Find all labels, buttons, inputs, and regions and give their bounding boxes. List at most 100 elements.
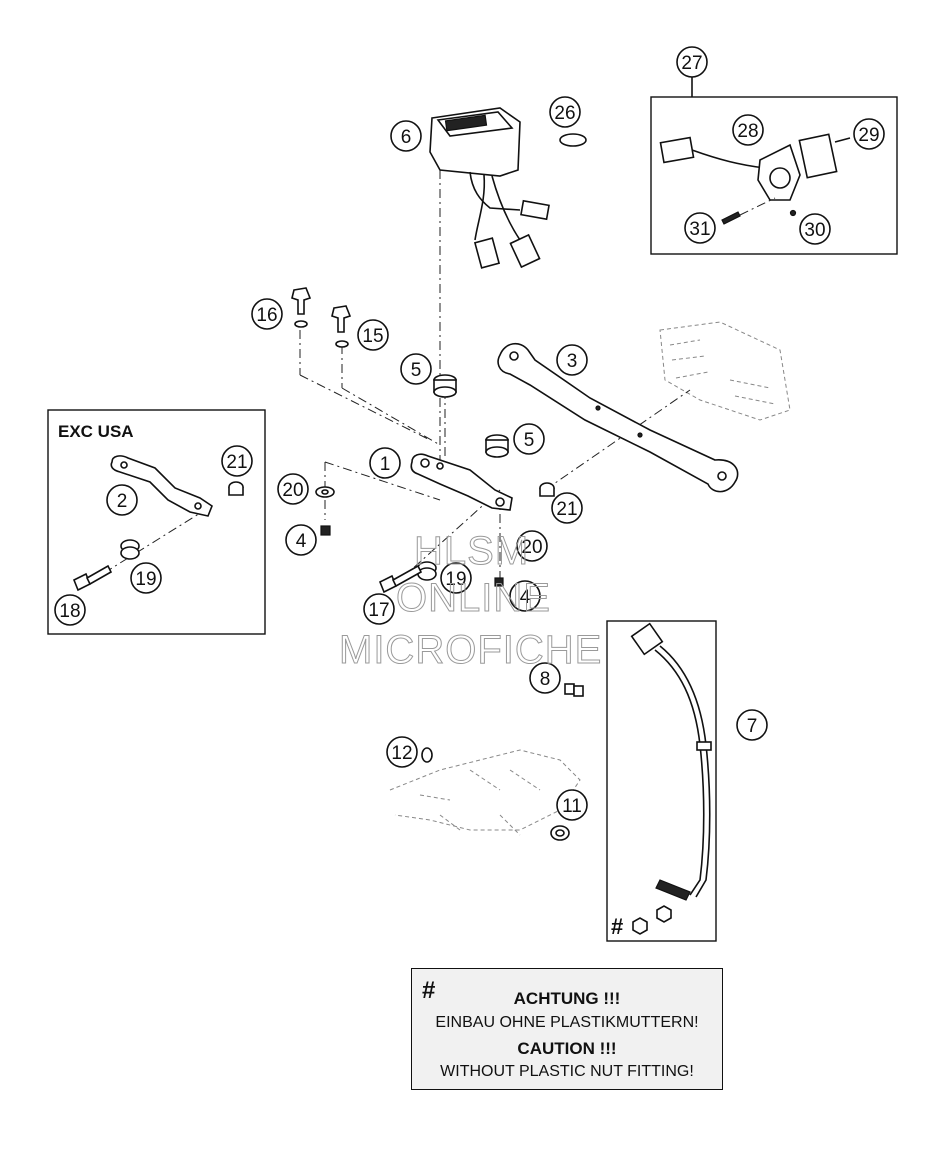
sensor-cable bbox=[630, 622, 712, 935]
callout-number: 19 bbox=[135, 569, 156, 590]
callout-c2: 2 bbox=[106, 484, 138, 516]
sensor-kit-box bbox=[650, 96, 898, 255]
warning-title-en: CAUTION !!! bbox=[517, 1039, 617, 1058]
callout-number: 5 bbox=[411, 360, 422, 381]
watermark-line-1: HLSM bbox=[414, 529, 529, 573]
callout-c11: 11 bbox=[556, 789, 588, 821]
callout-circle bbox=[676, 46, 708, 78]
callout-number: 29 bbox=[858, 125, 879, 146]
nut-11 bbox=[550, 825, 570, 841]
spacer-21 bbox=[539, 482, 555, 497]
callout-number: 11 bbox=[562, 796, 582, 817]
callout-c26: 26 bbox=[549, 96, 581, 128]
callout-number: 8 bbox=[540, 669, 551, 690]
callout-number: 27 bbox=[681, 53, 702, 74]
callout-number: 5 bbox=[524, 430, 535, 451]
long-bracket bbox=[497, 342, 739, 493]
callout-circle bbox=[277, 473, 309, 505]
callout-c19b: 19 bbox=[440, 562, 472, 594]
callout-c12: 12 bbox=[386, 736, 418, 768]
callout-circle bbox=[390, 120, 422, 152]
callout-number: 19 bbox=[445, 569, 466, 590]
callout-c20b: 20 bbox=[516, 530, 548, 562]
callout-number: 30 bbox=[804, 220, 825, 241]
watermark-line-3: MICROFICHE bbox=[339, 628, 602, 672]
callout-number: 31 bbox=[689, 219, 710, 240]
ring-12 bbox=[421, 747, 433, 763]
callout-number: 20 bbox=[521, 537, 542, 558]
plug-cap bbox=[559, 133, 587, 147]
callout-number: 21 bbox=[226, 452, 247, 473]
clip-8 bbox=[564, 683, 584, 697]
frame-ghost-right bbox=[659, 321, 791, 421]
nut-4 bbox=[320, 525, 331, 536]
inset-bracket bbox=[110, 455, 213, 517]
warning-box: # ACHTUNG !!! EINBAU OHNE PLASTIKMUTTERN… bbox=[411, 968, 723, 1090]
callout-circle bbox=[251, 298, 283, 330]
callout-circle bbox=[285, 524, 317, 556]
bolt-17 bbox=[378, 564, 423, 594]
sensor-kit-parts bbox=[659, 133, 851, 225]
callout-c3: 3 bbox=[556, 344, 588, 376]
warning-text-de: EINBAU OHNE PLASTIKMUTTERN! bbox=[435, 1014, 699, 1031]
callout-c6: 6 bbox=[390, 120, 422, 152]
warning-title-de: ACHTUNG !!! bbox=[513, 989, 621, 1008]
callout-circle bbox=[556, 344, 588, 376]
callout-c18: 18 bbox=[54, 594, 86, 626]
callout-c8: 8 bbox=[529, 662, 561, 694]
callout-c5b: 5 bbox=[513, 423, 545, 455]
callout-c4a: 4 bbox=[285, 524, 317, 556]
callout-circle bbox=[363, 593, 395, 625]
pin-16 bbox=[291, 287, 312, 328]
callout-number: 17 bbox=[368, 600, 389, 621]
callout-c31: 31 bbox=[684, 212, 716, 244]
callout-number: 4 bbox=[520, 587, 531, 608]
callout-circle bbox=[221, 445, 253, 477]
callout-c28: 28 bbox=[732, 114, 764, 146]
callout-circle bbox=[386, 736, 418, 768]
callout-c15: 15 bbox=[357, 319, 389, 351]
callout-number: 18 bbox=[59, 601, 80, 622]
grommet-lower bbox=[485, 434, 509, 458]
callout-number: 12 bbox=[391, 743, 412, 764]
callout-c4b: 4 bbox=[509, 580, 541, 612]
callout-c16: 16 bbox=[251, 298, 283, 330]
callout-number: 28 bbox=[737, 121, 758, 142]
callout-number: 16 bbox=[256, 305, 277, 326]
callout-circle bbox=[54, 594, 86, 626]
exc-usa-box bbox=[47, 409, 266, 635]
speedometer-unit bbox=[429, 107, 550, 269]
sensor-cable-box bbox=[606, 620, 717, 942]
callout-c5a: 5 bbox=[400, 353, 432, 385]
callout-circle bbox=[516, 530, 548, 562]
assembly-lines bbox=[87, 170, 691, 585]
warning-hash: # bbox=[422, 977, 436, 1004]
callout-number: 1 bbox=[380, 454, 391, 475]
callout-circle bbox=[513, 423, 545, 455]
callout-circle bbox=[732, 114, 764, 146]
exc-usa-label: EXC USA bbox=[58, 422, 134, 441]
callout-circle bbox=[400, 353, 432, 385]
callout-c29: 29 bbox=[853, 118, 885, 150]
callout-circle bbox=[529, 662, 561, 694]
callout-circle bbox=[551, 492, 583, 524]
callout-c19a: 19 bbox=[130, 562, 162, 594]
watermark: HLSM ONLINE MICROFICHE bbox=[339, 529, 602, 673]
frame-ghost-lower bbox=[389, 749, 581, 836]
callout-c21a: 21 bbox=[221, 445, 253, 477]
callout-number: 7 bbox=[747, 716, 758, 737]
callout-circle bbox=[509, 580, 541, 612]
callout-number: 6 bbox=[401, 127, 412, 148]
callout-number: 4 bbox=[296, 531, 307, 552]
callout-number: 15 bbox=[362, 326, 383, 347]
cable-hash-mark: # bbox=[611, 914, 623, 939]
callout-c30: 30 bbox=[799, 213, 831, 245]
callout-circle bbox=[130, 562, 162, 594]
inset-grommet-19 bbox=[120, 539, 140, 560]
callout-circle bbox=[549, 96, 581, 128]
watermark-line-2: ONLINE bbox=[396, 576, 551, 620]
callout-c20a: 20 bbox=[277, 473, 309, 505]
callout-number: 3 bbox=[567, 351, 578, 372]
